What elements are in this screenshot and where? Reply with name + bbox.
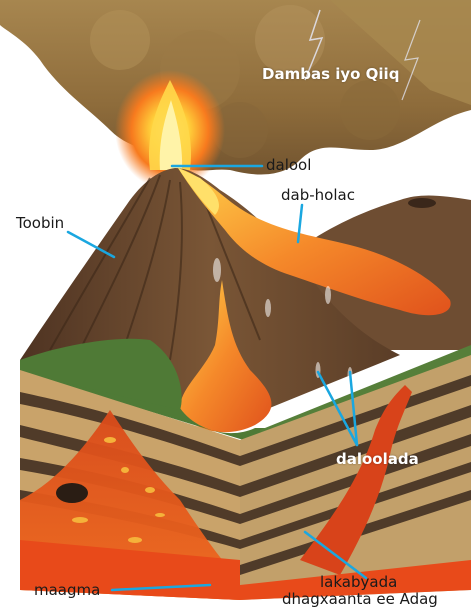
label-cone: Toobin [16, 215, 64, 232]
label-lava-flow: dab-holac [281, 187, 355, 204]
label-ash-cloud: Dambas iyo Qiiq [262, 66, 399, 83]
leader-line-lava-flow [298, 205, 302, 242]
leader-line-rock-layers [305, 532, 366, 578]
label-magma: maagma [34, 582, 100, 599]
label-rock-layers-line1: lakabyada [320, 574, 397, 591]
label-rock-layers-line2: dhagxaanta ee Adag [282, 591, 438, 608]
label-crater: dalool [266, 157, 311, 174]
leader-line-magma [112, 585, 210, 590]
label-vents: daloolada [336, 451, 419, 468]
leader-line-cone [68, 232, 114, 257]
